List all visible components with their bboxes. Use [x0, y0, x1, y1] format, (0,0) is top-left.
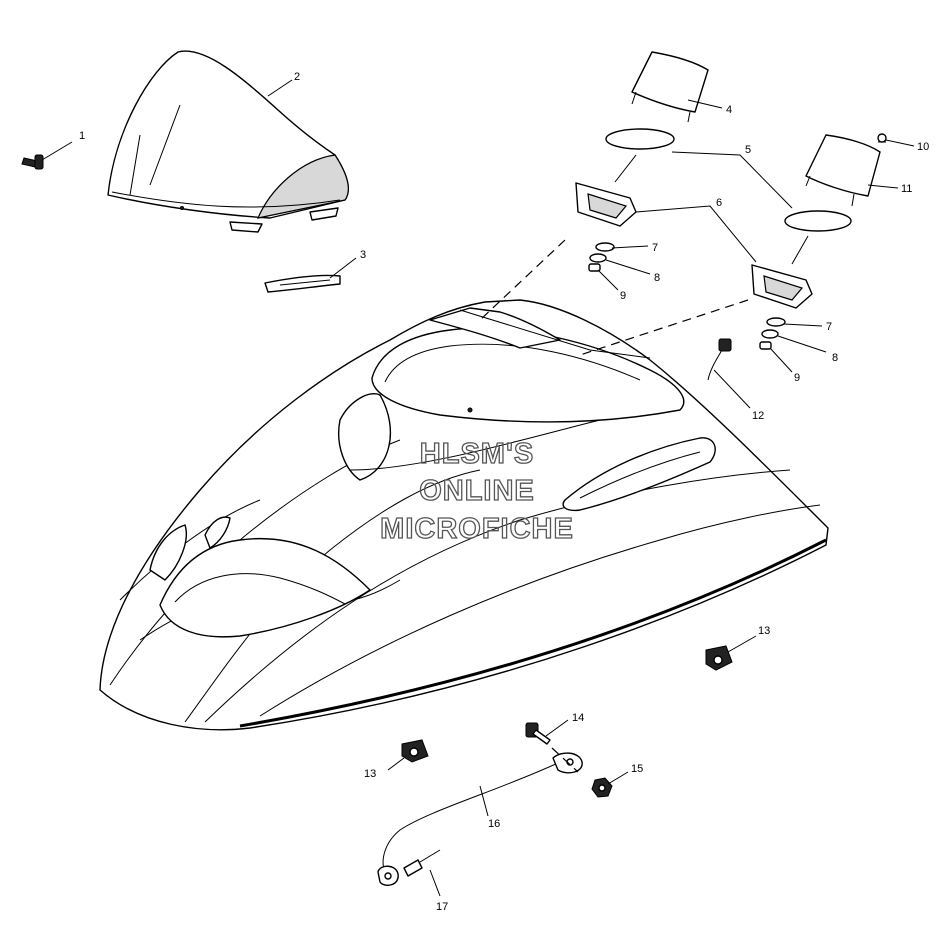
callout-6: 6 — [716, 197, 722, 209]
callout-7b: 7 — [826, 321, 832, 333]
hardware-left — [588, 242, 615, 272]
hood-latch-left — [401, 739, 429, 763]
gauge-ring-left — [605, 128, 675, 150]
leader-lines — [41, 79, 915, 897]
assembly-lines — [479, 154, 809, 773]
gauge-ring-right — [784, 210, 852, 232]
callout-1: 1 — [79, 130, 85, 142]
grommet — [707, 338, 732, 381]
callout-13a: 13 — [758, 625, 770, 637]
callout-15: 15 — [631, 763, 643, 775]
hood-latch-right — [705, 645, 733, 671]
gauge-housing-right — [805, 134, 881, 207]
hardware-right — [759, 317, 786, 350]
strap — [264, 274, 341, 293]
watermark: HLSM'S ONLINE MICROFICHE — [380, 437, 574, 545]
gauge-bracket-right — [751, 264, 813, 309]
callout-11: 11 — [901, 183, 912, 195]
callout-10: 10 — [917, 141, 929, 153]
callout-2: 2 — [294, 71, 300, 83]
watermark-line1: HLSM'S — [420, 438, 534, 470]
small-screw — [877, 133, 887, 143]
gauge-bracket-left — [575, 182, 637, 227]
watermark-line3: MICROFICHE — [380, 513, 574, 545]
windshield — [107, 50, 350, 233]
nut — [591, 777, 613, 798]
screw — [21, 154, 44, 170]
callout-3: 3 — [360, 249, 366, 261]
rivet — [403, 849, 441, 877]
gauge-housing-left — [631, 51, 709, 123]
hood-body — [99, 299, 829, 731]
callout-16: 16 — [488, 818, 500, 830]
callout-17: 17 — [436, 901, 448, 913]
callout-labels: 1 2 3 4 5 6 7 8 9 10 11 7 8 9 12 13 13 1… — [79, 71, 929, 913]
callout-8b: 8 — [832, 352, 838, 364]
bolt — [525, 722, 551, 745]
callout-13b: 13 — [364, 768, 376, 780]
callout-4: 4 — [726, 104, 732, 116]
callout-14: 14 — [572, 712, 584, 724]
callout-9a: 9 — [620, 290, 626, 302]
callout-5: 5 — [745, 144, 751, 156]
callout-12: 12 — [752, 410, 764, 422]
callout-7a: 7 — [652, 242, 658, 254]
callout-8a: 8 — [654, 272, 660, 284]
watermark-line2: ONLINE — [419, 475, 535, 507]
callout-9b: 9 — [794, 372, 800, 384]
